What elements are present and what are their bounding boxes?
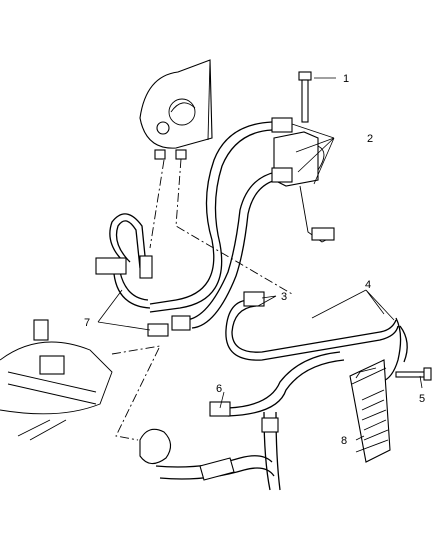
callout-5: 5 [419,393,425,405]
callout-8: 8 [341,435,347,447]
steering-gear [0,315,191,441]
bolt-1 [298,71,312,123]
bolt-5 [395,367,432,381]
reference-line-pump [175,158,293,295]
callout-7: 7 [84,317,90,329]
callout-4: 4 [365,279,371,291]
callout-6: 6 [216,383,222,395]
callout-3: 3 [281,291,287,303]
leader-lines [97,77,423,441]
reference-line-bolt [149,159,165,249]
power-steering-pump [139,59,213,160]
oil-cooler [349,359,391,463]
return-hoses [139,351,345,491]
callout-1: 1 [343,73,349,85]
reference-line-gear [111,345,161,441]
cooler-hoses [225,291,408,383]
loop-hose [95,213,153,309]
pump-hoses [149,117,293,329]
callout-2: 2 [367,133,373,145]
hose-bracket [273,131,335,243]
